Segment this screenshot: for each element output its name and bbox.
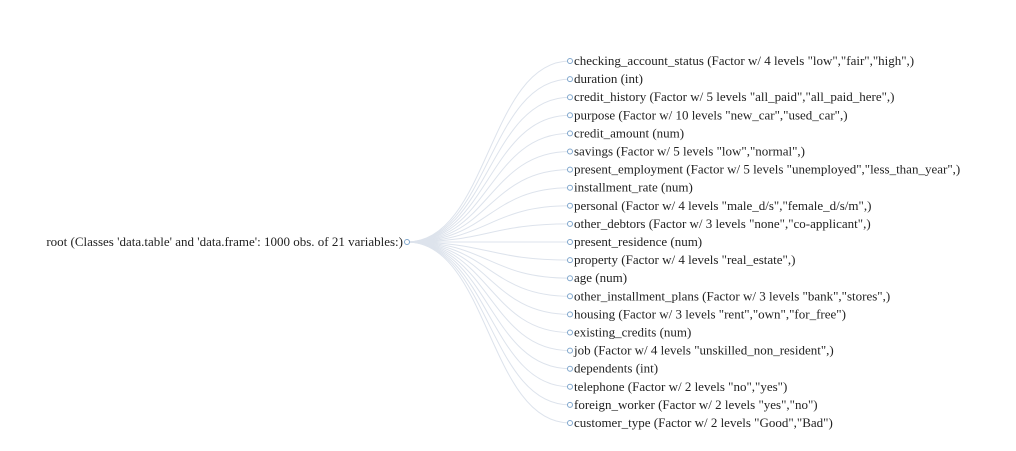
tree-link <box>406 241 571 388</box>
child-node[interactable]: existing_credits (num) <box>567 325 692 340</box>
tree-link <box>406 132 571 243</box>
child-node-label: telephone (Factor w/ 2 levels "no","yes"… <box>574 379 787 394</box>
child-node-label: present_residence (num) <box>574 234 702 249</box>
child-node-dot[interactable] <box>567 184 573 191</box>
child-node-dot[interactable] <box>567 275 573 282</box>
tree-link <box>406 151 571 243</box>
tree-link <box>406 78 571 243</box>
child-node-dot[interactable] <box>567 130 573 137</box>
tree-link <box>406 205 571 243</box>
tree-link <box>406 241 571 406</box>
child-node-dot[interactable] <box>567 148 573 155</box>
child-node-label: age (num) <box>574 270 627 285</box>
child-node[interactable]: dependents (int) <box>567 361 659 376</box>
child-node[interactable]: telephone (Factor w/ 2 levels "no","yes"… <box>567 379 788 394</box>
child-node-label: job (Factor w/ 4 levels "unskilled_non_r… <box>573 343 834 358</box>
tree-link <box>406 241 571 352</box>
tree-link <box>406 241 571 315</box>
tree-link <box>406 241 571 297</box>
child-node[interactable]: job (Factor w/ 4 levels "unskilled_non_r… <box>567 343 834 358</box>
child-node[interactable]: checking_account_status (Factor w/ 4 lev… <box>567 53 915 68</box>
child-node-label: duration (int) <box>574 71 643 86</box>
child-node[interactable]: savings (Factor w/ 5 levels "low","norma… <box>567 144 806 159</box>
tree-link <box>406 241 571 333</box>
tree-link <box>406 223 571 243</box>
child-node[interactable]: credit_history (Factor w/ 5 levels "all_… <box>567 89 895 104</box>
tree-link <box>406 96 571 243</box>
child-node-label: personal (Factor w/ 4 levels "male_d/s",… <box>574 198 871 213</box>
child-node[interactable]: customer_type (Factor w/ 2 levels "Good"… <box>567 415 833 430</box>
child-node-dot[interactable] <box>567 420 573 426</box>
child-node[interactable]: installment_rate (num) <box>567 180 693 195</box>
child-node[interactable]: property (Factor w/ 4 levels "real_estat… <box>567 252 796 267</box>
child-node-dot[interactable] <box>567 311 573 318</box>
child-node[interactable]: credit_amount (num) <box>567 125 685 140</box>
child-node-dot[interactable] <box>567 76 573 83</box>
child-node[interactable]: duration (int) <box>567 71 643 86</box>
child-node-label: customer_type (Factor w/ 2 levels "Good"… <box>574 415 833 430</box>
child-node-dot[interactable] <box>567 293 573 300</box>
child-node-dot[interactable] <box>567 94 573 101</box>
child-node-label: housing (Factor w/ 3 levels "rent","own"… <box>574 306 846 321</box>
child-node-dot[interactable] <box>567 257 573 264</box>
child-node-label: other_debtors (Factor w/ 3 levels "none"… <box>574 216 871 231</box>
child-node-dot[interactable] <box>567 112 573 119</box>
child-node-dot[interactable] <box>567 401 573 408</box>
child-node-dot[interactable] <box>567 329 573 336</box>
child-node[interactable]: purpose (Factor w/ 10 levels "new_car","… <box>567 107 848 122</box>
child-node[interactable]: personal (Factor w/ 4 levels "male_d/s",… <box>567 198 872 213</box>
child-node[interactable]: foreign_worker (Factor w/ 2 levels "yes"… <box>567 397 818 412</box>
child-node-label: other_installment_plans (Factor w/ 3 lev… <box>574 288 890 303</box>
tree-link <box>406 114 571 243</box>
child-node[interactable]: other_debtors (Factor w/ 3 levels "none"… <box>567 216 871 231</box>
tree-link <box>406 241 571 261</box>
child-node[interactable]: present_residence (num) <box>567 234 703 249</box>
child-node-label: existing_credits (num) <box>574 325 691 340</box>
child-node-label: credit_history (Factor w/ 5 levels "all_… <box>574 89 895 104</box>
child-node-dot[interactable] <box>567 365 573 372</box>
tree-link <box>406 187 571 243</box>
child-node-label: foreign_worker (Factor w/ 2 levels "yes"… <box>574 397 818 412</box>
child-node-label: purpose (Factor w/ 10 levels "new_car","… <box>574 107 848 122</box>
child-node-dot[interactable] <box>567 166 573 173</box>
tree-links <box>406 60 571 424</box>
tree-link <box>406 60 571 243</box>
child-node[interactable]: other_installment_plans (Factor w/ 3 lev… <box>567 288 891 303</box>
child-node-label: property (Factor w/ 4 levels "real_estat… <box>574 252 795 267</box>
child-node-label: savings (Factor w/ 5 levels "low","norma… <box>574 144 805 159</box>
child-node-label: credit_amount (num) <box>574 125 684 140</box>
tree-link <box>406 241 571 370</box>
tree-link <box>406 169 571 243</box>
child-node-dot[interactable] <box>567 58 573 64</box>
child-node-label: installment_rate (num) <box>574 180 693 195</box>
child-node[interactable]: housing (Factor w/ 3 levels "rent","own"… <box>567 306 846 321</box>
child-node-dot[interactable] <box>567 383 573 390</box>
root-node-dot[interactable] <box>404 239 410 245</box>
child-node[interactable]: present_employment (Factor w/ 5 levels "… <box>567 162 961 177</box>
child-node[interactable]: age (num) <box>567 270 628 285</box>
child-node-dot[interactable] <box>567 202 573 209</box>
child-node-label: present_employment (Factor w/ 5 levels "… <box>574 162 960 177</box>
tree-link <box>406 241 571 424</box>
child-node-dot[interactable] <box>567 220 573 227</box>
root-node-label: root (Classes 'data.table' and 'data.fra… <box>46 234 403 249</box>
child-nodes: checking_account_status (Factor w/ 4 lev… <box>567 53 961 430</box>
child-node-dot[interactable] <box>567 239 573 245</box>
child-node-label: dependents (int) <box>574 361 658 376</box>
tree-link <box>406 241 571 279</box>
child-node-label: checking_account_status (Factor w/ 4 lev… <box>574 53 914 68</box>
root-node[interactable]: root (Classes 'data.table' and 'data.fra… <box>46 234 410 249</box>
child-node-dot[interactable] <box>567 347 573 354</box>
